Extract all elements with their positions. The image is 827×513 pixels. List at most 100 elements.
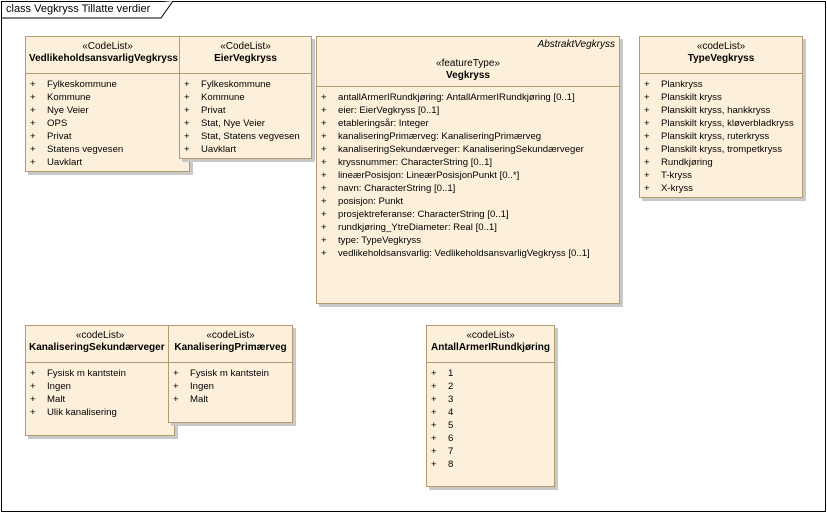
attribute-text: Malt (47, 394, 66, 405)
visibility-marker: + (321, 209, 327, 220)
class-stereotype: «featureType» (436, 58, 500, 69)
attribute-text: kanaliseringPrimærveg: KanaliseringPrimæ… (338, 131, 542, 142)
visibility-marker: + (321, 157, 327, 168)
attribute-text: Fysisk m kantstein (190, 368, 269, 379)
attribute-text: 3 (448, 394, 454, 405)
class-name: VedlikeholdsansvarligVegkryss (29, 53, 178, 64)
visibility-marker: + (321, 144, 327, 155)
attribute-text: rundkjøring_YtreDiameter: Real [0..1] (338, 222, 497, 233)
class-stereotype: «codeList» (75, 330, 125, 341)
visibility-marker: + (431, 381, 437, 392)
visibility-marker: + (30, 118, 36, 129)
attribute-text: Plankryss (661, 79, 703, 90)
class-attribute-list: +1+2+3+4+5+6+7+8 (427, 363, 554, 471)
attribute-text: Uavklart (47, 157, 83, 168)
class-attribute-list: +Plankryss+Planskilt kryss+Planskilt kry… (640, 74, 802, 195)
visibility-marker: + (321, 196, 327, 207)
attribute-item: +T-kryss (644, 169, 802, 182)
class-vedlikeholdsansvarligvegkryss[interactable]: «CodeList» VedlikeholdsansvarligVegkryss… (25, 36, 190, 172)
class-name: Vegkryss (446, 70, 490, 81)
class-parent-name: AbstraktVegkryss (537, 39, 615, 50)
visibility-marker: + (173, 381, 179, 392)
attribute-text: posisjon: Punkt (338, 196, 404, 207)
attribute-item: +8 (431, 458, 554, 471)
attribute-item: +etableringsår: Integer (321, 117, 619, 130)
class-stereotype: «CodeList» (82, 41, 133, 52)
visibility-marker: + (431, 433, 437, 444)
attribute-item: +type: TypeVegkryss (321, 234, 619, 247)
attribute-item: +Rundkjøring (644, 156, 802, 169)
class-header: «codeList» KanaliseringSekundærveger (26, 326, 174, 363)
attribute-text: Ingen (190, 381, 215, 392)
visibility-marker: + (321, 105, 327, 116)
attribute-text: kryssnummer: CharacterString [0..1] (338, 157, 493, 168)
visibility-marker: + (644, 144, 650, 155)
visibility-marker: + (30, 79, 36, 90)
attribute-text: Fylkeskommune (47, 79, 117, 90)
visibility-marker: + (644, 79, 650, 90)
visibility-marker: + (321, 131, 327, 142)
visibility-marker: + (431, 394, 437, 405)
attribute-text: T-kryss (661, 170, 692, 181)
attribute-text: 4 (448, 407, 454, 418)
visibility-marker: + (184, 118, 190, 129)
class-header: «CodeList» EierVegkryss (180, 37, 311, 74)
visibility-marker: + (321, 235, 327, 246)
visibility-marker: + (30, 92, 36, 103)
attribute-item: + posisjon: Punkt (321, 195, 619, 208)
visibility-marker: + (321, 183, 327, 194)
attribute-text: Privat (201, 105, 226, 116)
visibility-marker: + (431, 407, 437, 418)
attribute-text: Ulik kanalisering (47, 407, 117, 418)
attribute-item: +Uavklart (30, 156, 189, 169)
visibility-marker: + (30, 368, 36, 379)
class-eiervegkryss[interactable]: «CodeList» EierVegkryss +Fylkeskommune+K… (179, 36, 312, 159)
attribute-text: lineærPosisjon: LineærPosisjonPunkt [0..… (338, 170, 520, 181)
attribute-text: OPS (47, 118, 68, 129)
attribute-text: Privat (47, 131, 72, 142)
attribute-item: +Fysisk m kantstein (30, 367, 174, 380)
diagram-title: class Vegkryss Tillatte verdier (6, 3, 151, 15)
class-typevegkryss[interactable]: «codeList» TypeVegkryss +Plankryss+Plans… (639, 36, 803, 198)
class-kanaliseringsekundaerveger[interactable]: «codeList» KanaliseringSekundærveger +Fy… (25, 325, 175, 436)
attribute-text: vedlikeholdsansvarlig: Vedlikeholdsansva… (338, 248, 590, 259)
class-stereotype: «CodeList» (220, 41, 271, 52)
class-header: «CodeList» VedlikeholdsansvarligVegkryss (26, 37, 189, 74)
attribute-item: +eier: EierVegkryss [0..1] (321, 104, 619, 117)
attribute-item: +Ingen (30, 380, 174, 393)
attribute-item: + Planskilt kryss, hankkryss (644, 104, 802, 117)
attribute-item: +Nye Veier (30, 104, 189, 117)
class-attribute-list: +antallArmerIRundkjøring: AntallArmerIRu… (317, 87, 619, 260)
visibility-marker: + (644, 105, 650, 116)
attribute-item: +antallArmerIRundkjøring: AntallArmerIRu… (321, 91, 619, 104)
attribute-item: +5 (431, 419, 554, 432)
title-tab-outline (1, 1, 174, 19)
attribute-item: + OPS (30, 117, 189, 130)
attribute-item: + Ingen (173, 380, 292, 393)
visibility-marker: + (30, 407, 36, 418)
class-antallarmerirundkjoring[interactable]: «codeList» AntallArmerIRundkjøring +1+2+… (426, 325, 555, 487)
visibility-marker: + (644, 118, 650, 129)
attribute-item: +6 (431, 432, 554, 445)
class-vegkryss[interactable]: AbstraktVegkryss «featureType» Vegkryss … (316, 36, 620, 304)
attribute-item: +3 (431, 393, 554, 406)
attribute-text: 5 (448, 420, 454, 431)
visibility-marker: + (644, 183, 650, 194)
attribute-item: +rundkjøring_YtreDiameter: Real [0..1] (321, 221, 619, 234)
visibility-marker: + (30, 105, 36, 116)
attribute-item: + kryssnummer: CharacterString [0..1] (321, 156, 619, 169)
visibility-marker: + (173, 394, 179, 405)
class-attribute-list: +Fysisk m kantstein+Ingen+Malt+Ulik kana… (26, 363, 174, 419)
visibility-marker: + (30, 381, 36, 392)
attribute-item: + Ulik kanalisering (30, 406, 174, 419)
visibility-marker: + (184, 79, 190, 90)
attribute-text: X-kryss (661, 183, 693, 194)
attribute-item: +Privat (184, 104, 311, 117)
attribute-text: Planskilt kryss, hankkryss (661, 105, 771, 116)
class-kanaliseringprimaerveg[interactable]: «codeList» KanaliseringPrimærveg +Fysisk… (168, 325, 293, 423)
attribute-item: +Privat (30, 130, 189, 143)
class-header: «codeList» AntallArmerIRundkjøring (427, 326, 554, 363)
attribute-item: +navn: CharacterString [0..1] (321, 182, 619, 195)
visibility-marker: + (173, 368, 179, 379)
attribute-item: +Planskilt kryss, trompetkryss (644, 143, 802, 156)
